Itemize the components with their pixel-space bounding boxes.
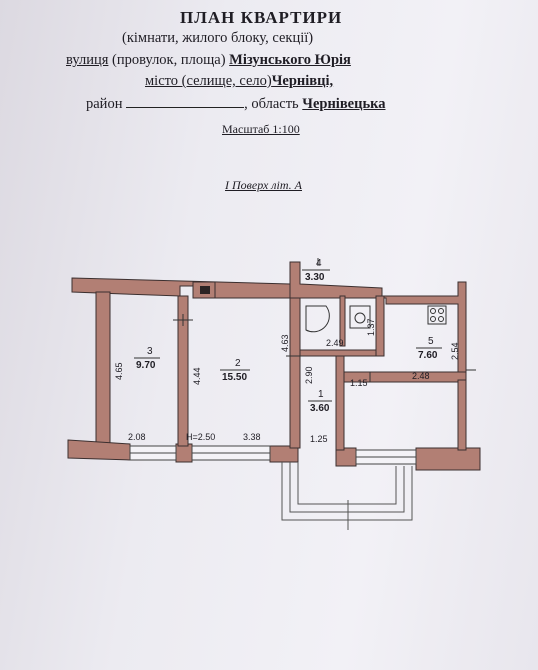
room-2-area: 15.50 [222, 372, 247, 383]
room-5-number: 5 [428, 336, 434, 347]
stove-icon [427, 305, 447, 325]
dim-corridor-length: 4.63 [280, 334, 290, 352]
room-3-area: 9.70 [136, 360, 156, 371]
room-4-area: 3.30 [305, 272, 325, 283]
room-3-number: 3 [147, 346, 153, 357]
district-label: район [86, 96, 123, 112]
wall-right-lower [457, 379, 467, 451]
room-2-number: 2 [235, 358, 241, 369]
street-line: вулиця (провулок, площа) Мізунського Юрі… [66, 52, 351, 69]
dim-room5-width: 2.48 [412, 371, 430, 381]
wall-room3-room2 [177, 295, 189, 447]
dim-room2-length: 4.44 [192, 367, 202, 385]
dim-room2-width: 3.38 [243, 432, 261, 442]
region-value: Чернівецька [302, 96, 386, 112]
toilet-icon [349, 305, 371, 329]
dim-bath-height: 1.37 [366, 318, 376, 336]
room-1-number: 1 [318, 389, 324, 400]
city-value: Чернівці, [271, 73, 334, 89]
region-sep: , область [244, 96, 303, 112]
city-line: місто (селище, село)Чернівці, [145, 73, 333, 90]
room-1-area: 3.60 [310, 403, 330, 414]
chimney-flue [200, 286, 210, 294]
wall-room5-bottom [343, 371, 467, 383]
balcony [281, 462, 413, 530]
wall-bottom-mid3 [335, 447, 357, 467]
street-mid: (провулок, площа) [108, 52, 230, 68]
city-label: місто (селище, село) [145, 73, 272, 89]
document-title: ПЛАН КВАРТИРИ [180, 8, 343, 27]
wall-bath-bottom [299, 349, 379, 357]
wall-room2-room1 [289, 297, 301, 449]
wall-bottom-right [415, 447, 481, 471]
dim-room1-width: 1.25 [310, 434, 328, 444]
dim-room1-length: 2.90 [304, 366, 314, 384]
dim-room2-height: H=2.50 [186, 432, 215, 442]
dim-room3-length: 4.65 [114, 362, 124, 380]
wall-bath-right [375, 295, 385, 357]
shower-icon [305, 305, 330, 333]
dim-room5-length: 2.54 [450, 342, 460, 360]
street-value: Мізунського Юрія [229, 52, 351, 68]
room-4-number: 4 [316, 258, 322, 269]
district-blank [126, 95, 245, 108]
wall-bath-mid [339, 295, 346, 347]
dim-bath-width: 2.49 [326, 338, 344, 348]
street-prefix: вулиця [66, 52, 109, 68]
scale-label: Масштаб 1:100 [222, 122, 300, 136]
subtitle-line: (кімнати, жилого блоку, секції) [122, 30, 314, 46]
dim-hall-width: 1.15 [350, 378, 368, 388]
floor-label: I Поверх літ. А [225, 178, 302, 192]
dim-room3-width: 2.08 [128, 432, 146, 442]
wall-bottom-mid [175, 443, 193, 463]
district-line: район , область Чернівецька [86, 95, 386, 113]
wall-bottom-left [67, 439, 131, 461]
room-5-area: 7.60 [418, 350, 438, 361]
wall-left [95, 291, 111, 451]
wall-room1-right [335, 355, 345, 451]
